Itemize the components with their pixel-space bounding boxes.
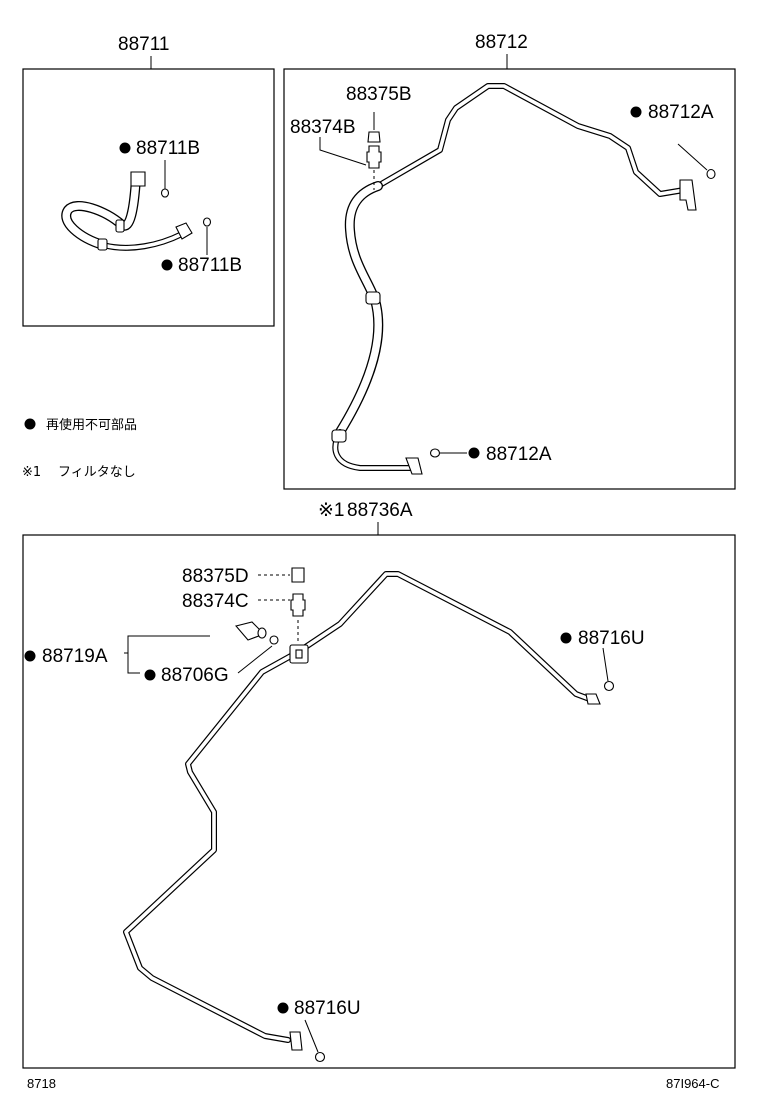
- legend-dot: [24, 418, 36, 430]
- callout-88716U-bottom: 88716U: [294, 998, 361, 1019]
- group-88736a-frame: [22, 534, 736, 1069]
- group-88711: 88711 88711B 88711B: [22, 34, 275, 327]
- non-reusable-dot-88711b-top: [119, 142, 131, 154]
- service-valve-88374c: [290, 593, 306, 617]
- group-88736a: ※1 88736A: [22, 500, 736, 1069]
- footer-right-code: 87I964-C: [666, 1076, 719, 1091]
- pressure-switch-88719a: [235, 621, 267, 641]
- callout-88706G: 88706G: [161, 665, 229, 686]
- pipe-88711: [61, 171, 193, 251]
- callout-88716U-top: 88716U: [578, 628, 645, 649]
- group-88712: 88712: [283, 32, 736, 490]
- legend-note-text: フィルタなし: [58, 465, 136, 480]
- callout-88712A-bottom: 88712A: [486, 444, 552, 465]
- callout-88375D: 88375D: [182, 566, 249, 587]
- group-88711-frame: [22, 68, 275, 327]
- legend: 再使用不可部品 ※1 フィルタなし: [22, 417, 137, 480]
- o-ring-88711b-top: [160, 188, 170, 198]
- group-88736a-mark: ※1: [318, 500, 345, 521]
- callout-88712A-top: 88712A: [648, 102, 714, 123]
- o-ring-88716u-bottom: [314, 1051, 326, 1063]
- non-reusable-dot-88716u-bottom: [277, 1002, 289, 1014]
- callout-88374C: 88374C: [182, 591, 249, 612]
- non-reusable-dot-88716u-top: [560, 632, 572, 644]
- non-reusable-dot-88719a: [24, 650, 36, 662]
- non-reusable-dot-88712a-top: [630, 106, 642, 118]
- callout-88375B: 88375B: [346, 84, 412, 105]
- legend-non-reusable-text: 再使用不可部品: [46, 417, 137, 433]
- callout-88374B: 88374B: [290, 117, 356, 138]
- pipe-88736a: [123, 571, 601, 1051]
- service-valve-88374b: [366, 145, 382, 169]
- callout-88711B-top: 88711B: [136, 138, 200, 159]
- o-ring-88712a-top: [706, 168, 716, 180]
- pipe-88712: [331, 83, 697, 475]
- valve-cap-88375d: [291, 567, 305, 583]
- non-reusable-dot-88712a-bottom: [468, 447, 480, 459]
- non-reusable-dot-88706g: [144, 669, 156, 681]
- group-88712-frame: [283, 68, 736, 490]
- o-ring-88712a-bottom: [429, 448, 441, 458]
- legend-note-mark: ※1: [22, 465, 41, 480]
- o-ring-88711b-bottom: [202, 217, 212, 227]
- group-88711-label: 88711: [118, 34, 169, 55]
- o-ring-88706g: [269, 635, 279, 645]
- callout-88719A: 88719A: [42, 646, 108, 667]
- group-88712-label: 88712: [475, 32, 528, 53]
- valve-cap-88375b: [367, 131, 381, 143]
- footer-left-code: 8718: [27, 1076, 56, 1091]
- group-88736a-label: 88736A: [347, 500, 413, 521]
- o-ring-88716u-top: [603, 680, 615, 692]
- non-reusable-dot-88711b-bottom: [161, 259, 173, 271]
- callout-88711B-bottom: 88711B: [178, 255, 242, 276]
